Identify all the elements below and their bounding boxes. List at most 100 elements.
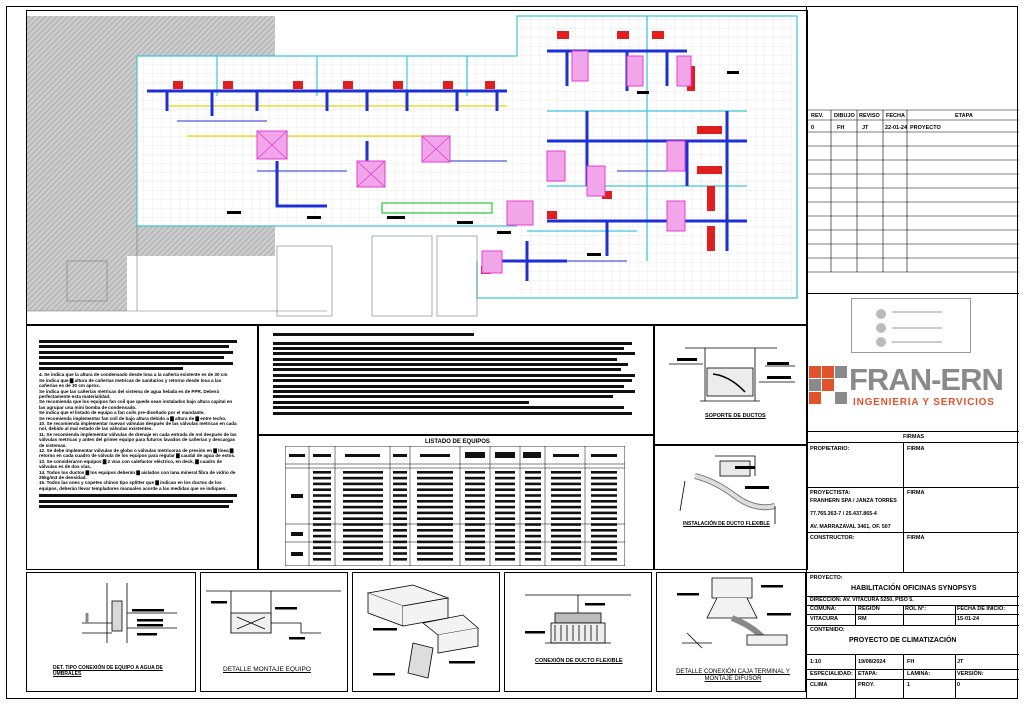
table-cell-mark xyxy=(551,523,581,526)
contenido-value: PROYECTO DE CLIMATIZACIÓN xyxy=(849,637,957,644)
table-cell-mark xyxy=(343,517,383,520)
table-cell-mark xyxy=(343,552,383,555)
table-cell-mark xyxy=(465,511,485,515)
table-cell-mark xyxy=(417,482,453,486)
table-cell-mark xyxy=(591,517,617,520)
fecha-value: 19/08/2024 xyxy=(858,659,886,665)
table-cell-mark xyxy=(313,471,331,474)
table-cell-mark xyxy=(393,488,407,491)
comuna-value: VITACURA xyxy=(810,616,839,622)
table-cell-mark xyxy=(495,540,515,544)
table-cell-mark xyxy=(393,511,407,515)
table-cell-mark xyxy=(525,558,541,561)
table-cell-mark xyxy=(591,529,617,532)
rev-header-reviso: REVISO xyxy=(859,113,880,119)
table-cell-mark xyxy=(551,546,581,549)
table-cell-mark xyxy=(591,476,617,480)
table-cell-mark xyxy=(417,505,453,509)
version-label: VERSIÓN: xyxy=(957,671,984,677)
table-cell-mark xyxy=(591,471,617,474)
table-cell-mark xyxy=(525,523,541,526)
firmas-label: FIRMAS xyxy=(903,434,925,440)
rev-header-dibujo: DIBUJO xyxy=(834,113,855,119)
table-cell-mark xyxy=(343,546,383,549)
table-cell-mark xyxy=(313,488,331,491)
table-cell-mark xyxy=(495,523,515,526)
table-cell-mark xyxy=(551,517,581,520)
sheet-frame xyxy=(6,6,1018,699)
table-cell-mark xyxy=(393,546,407,549)
propietario-label: PROPIETARIO: xyxy=(810,446,850,452)
table-cell-mark xyxy=(417,546,453,549)
note-14: 14. Todos los ductos ▇ los equipos deber… xyxy=(39,469,236,481)
fecha-inicio-label: FECHA DE INICIO: xyxy=(957,606,1006,612)
table-cell-mark xyxy=(343,558,383,561)
table-cell-mark xyxy=(313,523,331,526)
comuna-label: COMUNA: xyxy=(810,606,837,612)
table-cell-mark xyxy=(495,558,515,561)
table-cell-mark xyxy=(343,529,383,532)
note-13: 13. Se consideraron equipos ▇ 2 vías con… xyxy=(39,458,222,470)
table-cell-mark xyxy=(343,494,383,497)
terminal-box-isometric-panel xyxy=(352,572,500,692)
table-cell-mark xyxy=(417,523,453,526)
dibujo-value: FH xyxy=(907,659,915,665)
table-cell-mark xyxy=(313,505,331,509)
rev-row-dibujo: FH xyxy=(837,125,845,131)
equipment-mounting-caption: DETALLE MONTAJE EQUIPO xyxy=(223,666,311,673)
note-8: Se indica que el listado de equipo a fan… xyxy=(39,410,205,416)
table-cell-mark xyxy=(465,523,485,526)
table-cell-mark xyxy=(417,552,453,555)
proyectista-label: PROYECTISTA: xyxy=(810,490,851,496)
table-cell-mark xyxy=(417,517,453,520)
legend-circle-icon xyxy=(876,323,886,333)
table-cell-mark xyxy=(495,534,515,538)
table-cell-mark xyxy=(525,529,541,532)
table-cell-mark xyxy=(313,482,331,486)
table-cell-mark xyxy=(495,546,515,549)
general-notes-panel: 4. Se indica que la altura de condensado… xyxy=(26,325,258,570)
lamina-label: LAMINA: xyxy=(907,671,931,677)
propietario-firma-label: FIRMA xyxy=(907,446,925,452)
table-cell-mark xyxy=(465,558,485,561)
legend-circle-icon xyxy=(876,309,886,319)
table-cell-mark xyxy=(343,511,383,515)
table-cell-mark xyxy=(591,540,617,544)
table-cell-mark xyxy=(343,488,383,491)
table-cell-mark xyxy=(465,546,485,549)
table-cell-mark xyxy=(525,546,541,549)
table-cell-mark xyxy=(495,511,515,515)
equipment-mounting-detail-panel: DETALLE MONTAJE EQUIPO xyxy=(200,572,348,692)
table-cell-mark xyxy=(551,476,581,480)
legend-circle-icon xyxy=(876,337,886,347)
table-cell-mark xyxy=(343,523,383,526)
table-cell-mark xyxy=(591,558,617,561)
table-cell-mark xyxy=(495,552,515,555)
table-cell-mark xyxy=(393,500,407,503)
note-4: 4. Se indica que la altura de condensado… xyxy=(39,372,228,378)
table-cell-mark xyxy=(465,494,485,497)
contenido-label: CONTENIDO: xyxy=(810,627,845,633)
table-cell-mark xyxy=(551,558,581,561)
proyecto-label: PROYECTO: xyxy=(810,575,843,581)
rol-label: ROL N°: xyxy=(905,606,927,612)
table-cell-mark xyxy=(417,500,453,503)
table-cell-mark xyxy=(591,511,617,515)
table-cell-mark xyxy=(417,476,453,480)
table-cell-mark xyxy=(465,476,485,480)
table-cell-mark xyxy=(313,511,331,515)
table-cell-mark xyxy=(393,523,407,526)
duct-support-detail-panel: SOPORTE DE DUCTOS xyxy=(654,325,808,445)
table-cell-mark xyxy=(313,540,331,544)
table-cell-mark xyxy=(313,500,331,503)
table-cell-mark xyxy=(393,494,407,497)
table-cell-mark xyxy=(495,482,515,486)
floor-plan-drawing xyxy=(27,15,798,317)
flexible-duct-connection-caption: CONEXIÓN DE DUCTO FLEXIBLE xyxy=(535,658,623,664)
table-cell-mark xyxy=(551,500,581,503)
table-cell-mark xyxy=(465,471,485,474)
table-cell-mark xyxy=(525,494,541,497)
etapa-label: ETAPA: xyxy=(858,671,878,677)
specification-text-panel xyxy=(258,325,654,435)
region-label: REGIÓN xyxy=(858,606,880,612)
